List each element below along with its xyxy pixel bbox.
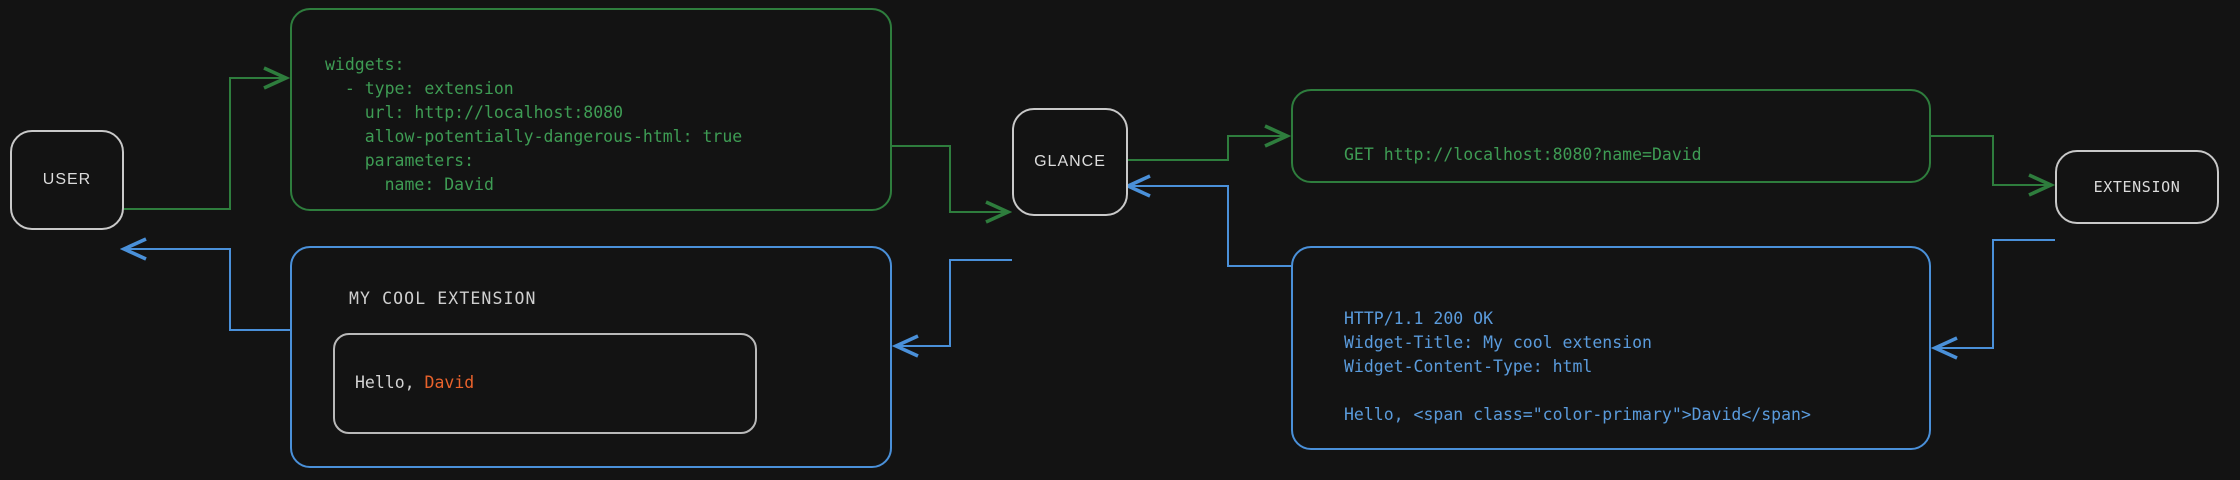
node-glance-label: GLANCE: [1034, 153, 1106, 170]
box-rendered-widget: MY COOL EXTENSION Hello, David: [290, 246, 892, 468]
rendered-widget-body-accent: David: [424, 373, 475, 392]
arrow-yaml-to-glance: [892, 145, 1008, 212]
node-glance[interactable]: GLANCE: [1012, 108, 1128, 216]
http-response-code: HTTP/1.1 200 OK Widget-Title: My cool ex…: [1344, 308, 1811, 424]
rendered-widget-body: Hello, David: [355, 373, 474, 392]
rendered-widget-card: Hello, David: [333, 333, 757, 434]
box-yaml-config: widgets: - type: extension url: http://l…: [290, 8, 892, 211]
node-extension-label: EXTENSION: [2093, 178, 2181, 196]
rendered-widget-title: MY COOL EXTENSION: [349, 289, 537, 308]
arrow-response-to-glance: [1128, 186, 1291, 267]
arrow-request-to-extension: [1931, 135, 2051, 185]
rendered-widget-body-prefix: Hello,: [355, 373, 425, 392]
node-user[interactable]: USER: [10, 130, 124, 230]
http-request-code: GET http://localhost:8080?name=David: [1344, 144, 1702, 164]
arrow-user-to-yaml: [120, 78, 286, 210]
node-extension[interactable]: EXTENSION: [2055, 150, 2219, 224]
node-user-label: USER: [42, 171, 92, 188]
yaml-config-code: widgets: - type: extension url: http://l…: [325, 54, 743, 194]
arrow-glance-to-request: [1124, 136, 1287, 161]
arrow-widget-to-user: [124, 249, 290, 331]
arrow-extension-to-response: [1935, 239, 2055, 348]
box-http-response: HTTP/1.1 200 OK Widget-Title: My cool ex…: [1291, 246, 1931, 450]
box-http-request: GET http://localhost:8080?name=David: [1291, 89, 1931, 183]
arrow-glance-to-widget: [896, 259, 1012, 346]
